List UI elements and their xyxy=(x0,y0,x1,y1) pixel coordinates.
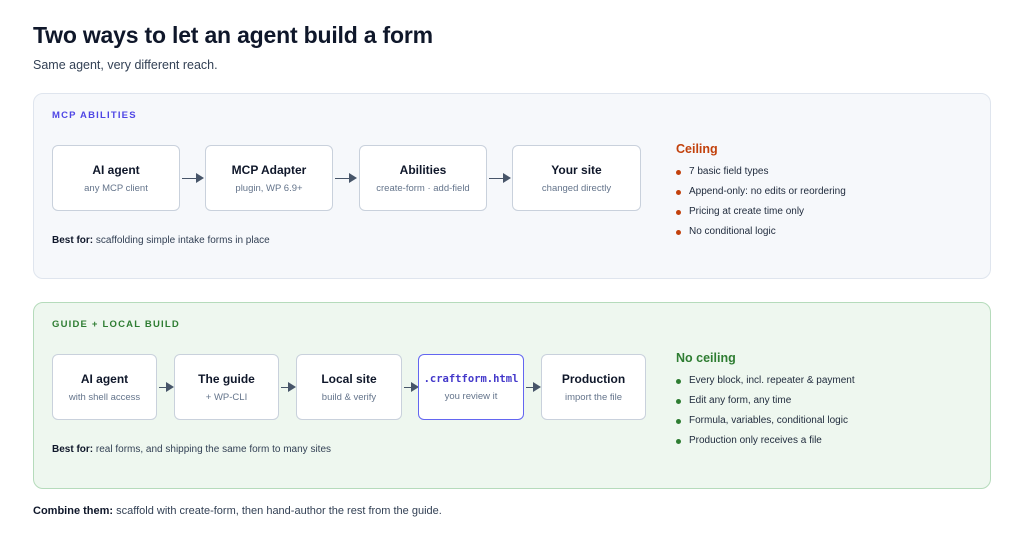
node-the-guide: The guide + WP-CLI xyxy=(174,354,279,420)
list-item: Every block, incl. repeater & payment xyxy=(676,375,855,395)
footer-text: scaffold with create-form, then hand-aut… xyxy=(116,505,442,517)
node-subtitle: + WP-CLI xyxy=(205,391,248,403)
page-subtitle: Same agent, very different reach. xyxy=(33,58,218,72)
footer-label: Combine them: xyxy=(33,505,114,517)
node-abilities: Abilities create-form · add-field xyxy=(359,145,487,211)
node-production: Production import the file xyxy=(541,354,646,420)
bullet-dot-icon xyxy=(676,418,681,424)
list-item-text: Edit any form, any time xyxy=(689,395,792,406)
node-subtitle: changed directly xyxy=(541,182,612,194)
list-item-text: Every block, incl. repeater & payment xyxy=(689,375,855,386)
list-item-text: Append-only: no edits or reordering xyxy=(689,186,846,197)
bullet-dot-icon xyxy=(676,438,681,444)
best-for-label: Best for: xyxy=(52,444,94,455)
list-item-text: 7 basic field types xyxy=(689,166,769,177)
node-ai-agent: AI agent with shell access xyxy=(52,354,157,420)
ceiling-title: Ceiling xyxy=(676,142,718,156)
node-title: Your site xyxy=(551,162,602,177)
bullet-dot-icon xyxy=(676,169,681,175)
node-title: Production xyxy=(561,371,626,386)
best-for-text: real forms, and shipping the same form t… xyxy=(95,444,332,455)
list-item: Append-only: no edits or reordering xyxy=(676,186,846,206)
ceiling-list: 7 basic field types Append-only: no edit… xyxy=(676,166,846,246)
bullet-dot-icon xyxy=(676,398,681,404)
node-title: AI agent xyxy=(92,162,140,177)
node-subtitle: plugin, WP 6.9+ xyxy=(235,182,303,194)
node-title: The guide xyxy=(198,371,255,386)
node-mcp-adapter: MCP Adapter plugin, WP 6.9+ xyxy=(205,145,333,211)
list-item: No conditional logic xyxy=(676,226,846,246)
panel-label: MCP ABILITIES xyxy=(52,110,137,121)
node-subtitle: you review it xyxy=(444,390,498,402)
ceiling-list: Every block, incl. repeater & payment Ed… xyxy=(676,375,855,455)
node-your-site: Your site changed directly xyxy=(512,145,641,211)
node-subtitle: any MCP client xyxy=(84,182,148,194)
node-craftform-file: .craftform.html you review it xyxy=(418,354,524,420)
ceiling-title: No ceiling xyxy=(676,351,736,365)
arrow-right-icon xyxy=(404,381,419,393)
list-item-text: Formula, variables, conditional logic xyxy=(689,415,848,426)
footer-note: Combine them: scaffold with create-form,… xyxy=(33,505,442,517)
node-ai-agent: AI agent any MCP client xyxy=(52,145,180,211)
best-for-label: Best for: xyxy=(52,235,94,246)
bullet-dot-icon xyxy=(676,229,681,235)
node-title: .craftform.html xyxy=(423,372,519,385)
list-item: Production only receives a file xyxy=(676,435,855,455)
guide-local-build-panel: GUIDE + LOCAL BUILD AI agent with shell … xyxy=(33,302,991,489)
arrow-right-icon xyxy=(182,172,204,184)
arrow-right-icon xyxy=(335,172,357,184)
bullet-dot-icon xyxy=(676,189,681,195)
node-subtitle: build & verify xyxy=(321,391,377,403)
list-item: Pricing at create time only xyxy=(676,206,846,226)
best-for-text: scaffolding simple intake forms in place xyxy=(95,235,270,246)
arrow-right-icon xyxy=(489,172,511,184)
list-item-text: No conditional logic xyxy=(689,226,776,237)
node-title: Abilities xyxy=(399,162,447,177)
arrow-right-icon xyxy=(281,381,296,393)
bullet-dot-icon xyxy=(676,378,681,384)
node-title: AI agent xyxy=(80,371,129,386)
best-for-note: Best for: scaffolding simple intake form… xyxy=(52,235,270,246)
best-for-note: Best for: real forms, and shipping the s… xyxy=(52,444,331,455)
mcp-abilities-panel: MCP ABILITIES AI agent any MCP client MC… xyxy=(33,93,991,279)
list-item: 7 basic field types xyxy=(676,166,846,186)
node-title: Local site xyxy=(321,371,377,386)
node-subtitle: create-form · add-field xyxy=(376,182,470,194)
panel-label: GUIDE + LOCAL BUILD xyxy=(52,319,180,330)
node-subtitle: import the file xyxy=(564,391,623,403)
list-item-text: Pricing at create time only xyxy=(689,206,805,217)
bullet-dot-icon xyxy=(676,209,681,215)
node-local-site: Local site build & verify xyxy=(296,354,402,420)
arrow-right-icon xyxy=(159,381,174,393)
list-item: Formula, variables, conditional logic xyxy=(676,415,855,435)
list-item-text: Production only receives a file xyxy=(689,435,822,446)
node-subtitle: with shell access xyxy=(68,391,141,403)
page-title: Two ways to let an agent build a form xyxy=(33,22,433,48)
node-title: MCP Adapter xyxy=(231,162,307,177)
list-item: Edit any form, any time xyxy=(676,395,855,415)
arrow-right-icon xyxy=(526,381,541,393)
